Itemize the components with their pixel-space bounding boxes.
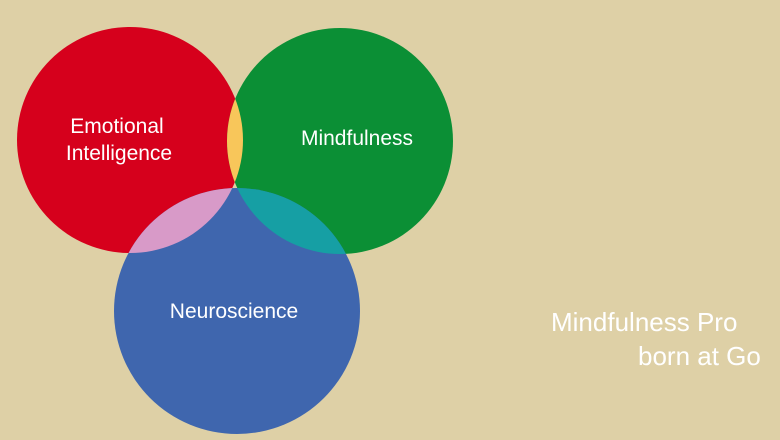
label-mindfulness: Mindfulness	[301, 127, 413, 150]
tagline-line-2: born at Go	[638, 341, 761, 371]
circle-neuroscience	[114, 188, 360, 434]
circle-emotional-intelligence	[17, 27, 243, 253]
tagline-line-1: Mindfulness Pro	[551, 307, 738, 337]
label-emotional-intelligence-line-2: Intelligence	[66, 142, 172, 165]
label-emotional-intelligence-line-1: Emotional	[70, 115, 163, 138]
label-neuroscience: Neuroscience	[170, 300, 298, 323]
